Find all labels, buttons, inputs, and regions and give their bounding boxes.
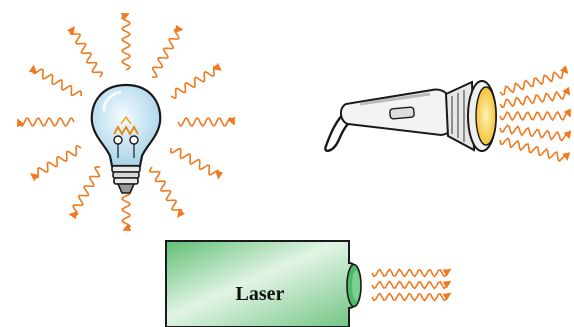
flashlight-wave-arrow bbox=[499, 137, 571, 163]
bulb-wave-arrow bbox=[66, 26, 104, 78]
flashlight-wave-arrow bbox=[499, 86, 571, 109]
laser-label: Laser bbox=[236, 283, 285, 305]
bulb-wave-arrow bbox=[30, 144, 82, 182]
bulb-wave-arrow bbox=[16, 116, 75, 128]
laser-wave-arrow bbox=[371, 280, 452, 290]
bulb-wave-arrow bbox=[68, 165, 101, 220]
bulb-light-waves bbox=[16, 12, 236, 232]
flashlight-light-waves bbox=[499, 65, 572, 163]
bulb-wave-arrow bbox=[148, 166, 186, 218]
laser-light-waves bbox=[371, 268, 452, 302]
bulb-wave-arrow bbox=[177, 116, 236, 128]
flashlight-wave-arrow bbox=[499, 108, 571, 122]
flashlight-wave-arrow bbox=[499, 124, 572, 142]
laser-wave-arrow bbox=[371, 268, 452, 278]
light-bulb-icon bbox=[90, 83, 162, 194]
bulb-wave-arrow bbox=[151, 24, 184, 79]
bulb-wave-arrow bbox=[170, 62, 222, 100]
bulb-wave-arrow bbox=[169, 147, 224, 180]
flashlight-icon bbox=[324, 80, 497, 152]
flashlight-wave-arrow bbox=[499, 65, 569, 96]
bulb-wave-arrow bbox=[120, 12, 132, 71]
laser-wave-arrow bbox=[371, 292, 452, 302]
laser-device-icon: Laser bbox=[165, 240, 362, 327]
bulb-wave-arrow bbox=[28, 64, 83, 97]
